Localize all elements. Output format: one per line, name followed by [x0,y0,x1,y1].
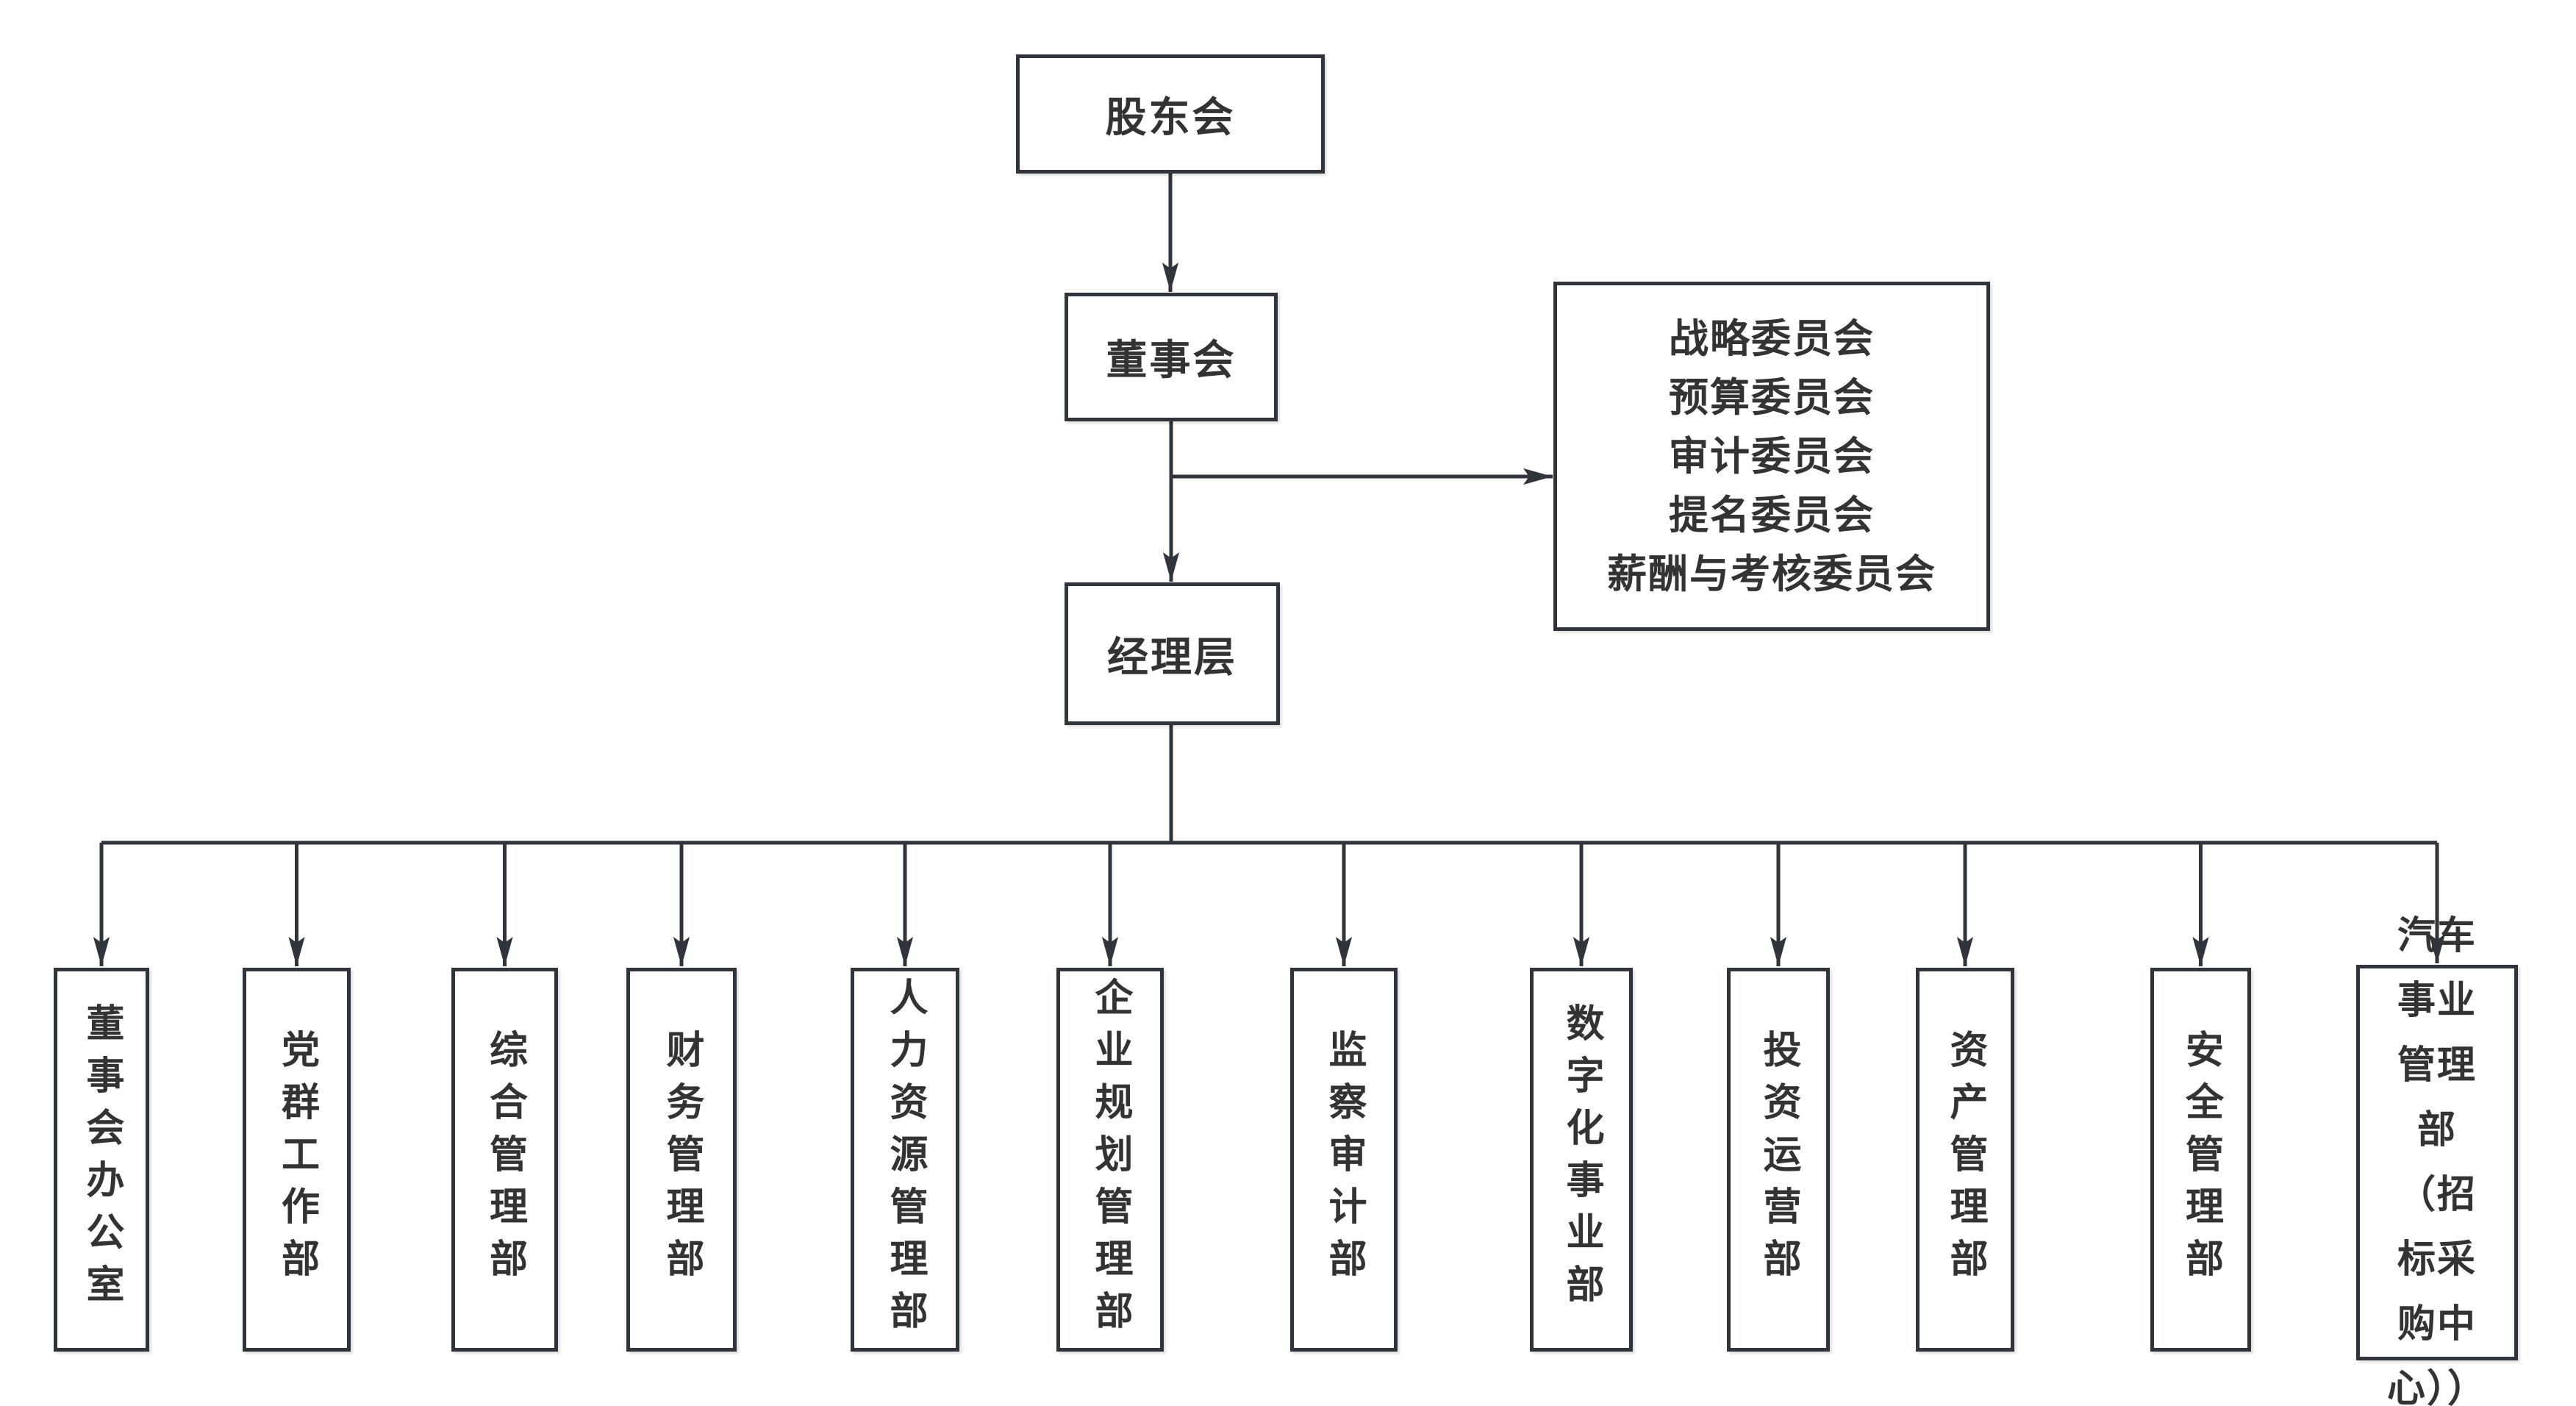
dept-box-10: 资产管理部 [1916,968,2014,1352]
committee-item: 战略委员会 [1669,316,1875,361]
dept-label: 监察审计部 [1323,1029,1365,1291]
node-board-label: 董事会 [1106,337,1237,383]
node-managers: 经理层 [1065,582,1280,725]
node-shareholders-label: 股东会 [1105,93,1236,140]
node-committees: 战略委员会 预算委员会 审计委员会 提名委员会 薪酬与考核委员会 [1553,282,1990,631]
dept-label: 综合管理部 [483,1029,526,1291]
dept-box-5: 人力资源管理部 [851,968,959,1352]
committee-item: 审计委员会 [1669,434,1875,479]
dept-label: 资产管理部 [1944,1029,1986,1291]
committee-item: 预算委员会 [1669,375,1875,420]
dept-box-11: 安全管理部 [2150,968,2251,1352]
dept-box-12: 汽车事业管理部（招标采购中心）） [2356,915,2518,1406]
committee-item: 提名委员会 [1669,493,1875,538]
dept-label: 董事会办公室 [80,1003,123,1316]
dept-box-2: 党群工作部 [243,968,351,1352]
dept-label: 投资运营部 [1757,1029,1800,1291]
committee-item: 薪酬与考核委员会 [1607,552,1936,596]
dept-label: 汽车事业管理部（招标采购中心）） [2386,915,2487,1406]
dept-box-3: 综合管理部 [451,968,558,1352]
dept-label: 人力资源管理部 [884,977,926,1343]
dept-label: 安全管理部 [2179,1029,2222,1291]
dept-box-1: 董事会办公室 [54,968,149,1352]
dept-label: 企业规划管理部 [1089,977,1131,1343]
dept-box-7: 监察审计部 [1290,968,1398,1352]
node-shareholders: 股东会 [1016,54,1325,174]
dept-label: 党群工作部 [275,1029,318,1291]
dept-label: 数字化事业部 [1560,1003,1603,1316]
node-managers-label: 经理层 [1107,633,1237,680]
dept-box-6: 企业规划管理部 [1056,968,1164,1352]
dept-box-4: 财务管理部 [626,968,737,1352]
dept-label: 财务管理部 [660,1029,703,1291]
node-board: 董事会 [1065,293,1278,421]
dept-box-9: 投资运营部 [1727,968,1830,1352]
dept-box-8: 数字化事业部 [1530,968,1633,1352]
